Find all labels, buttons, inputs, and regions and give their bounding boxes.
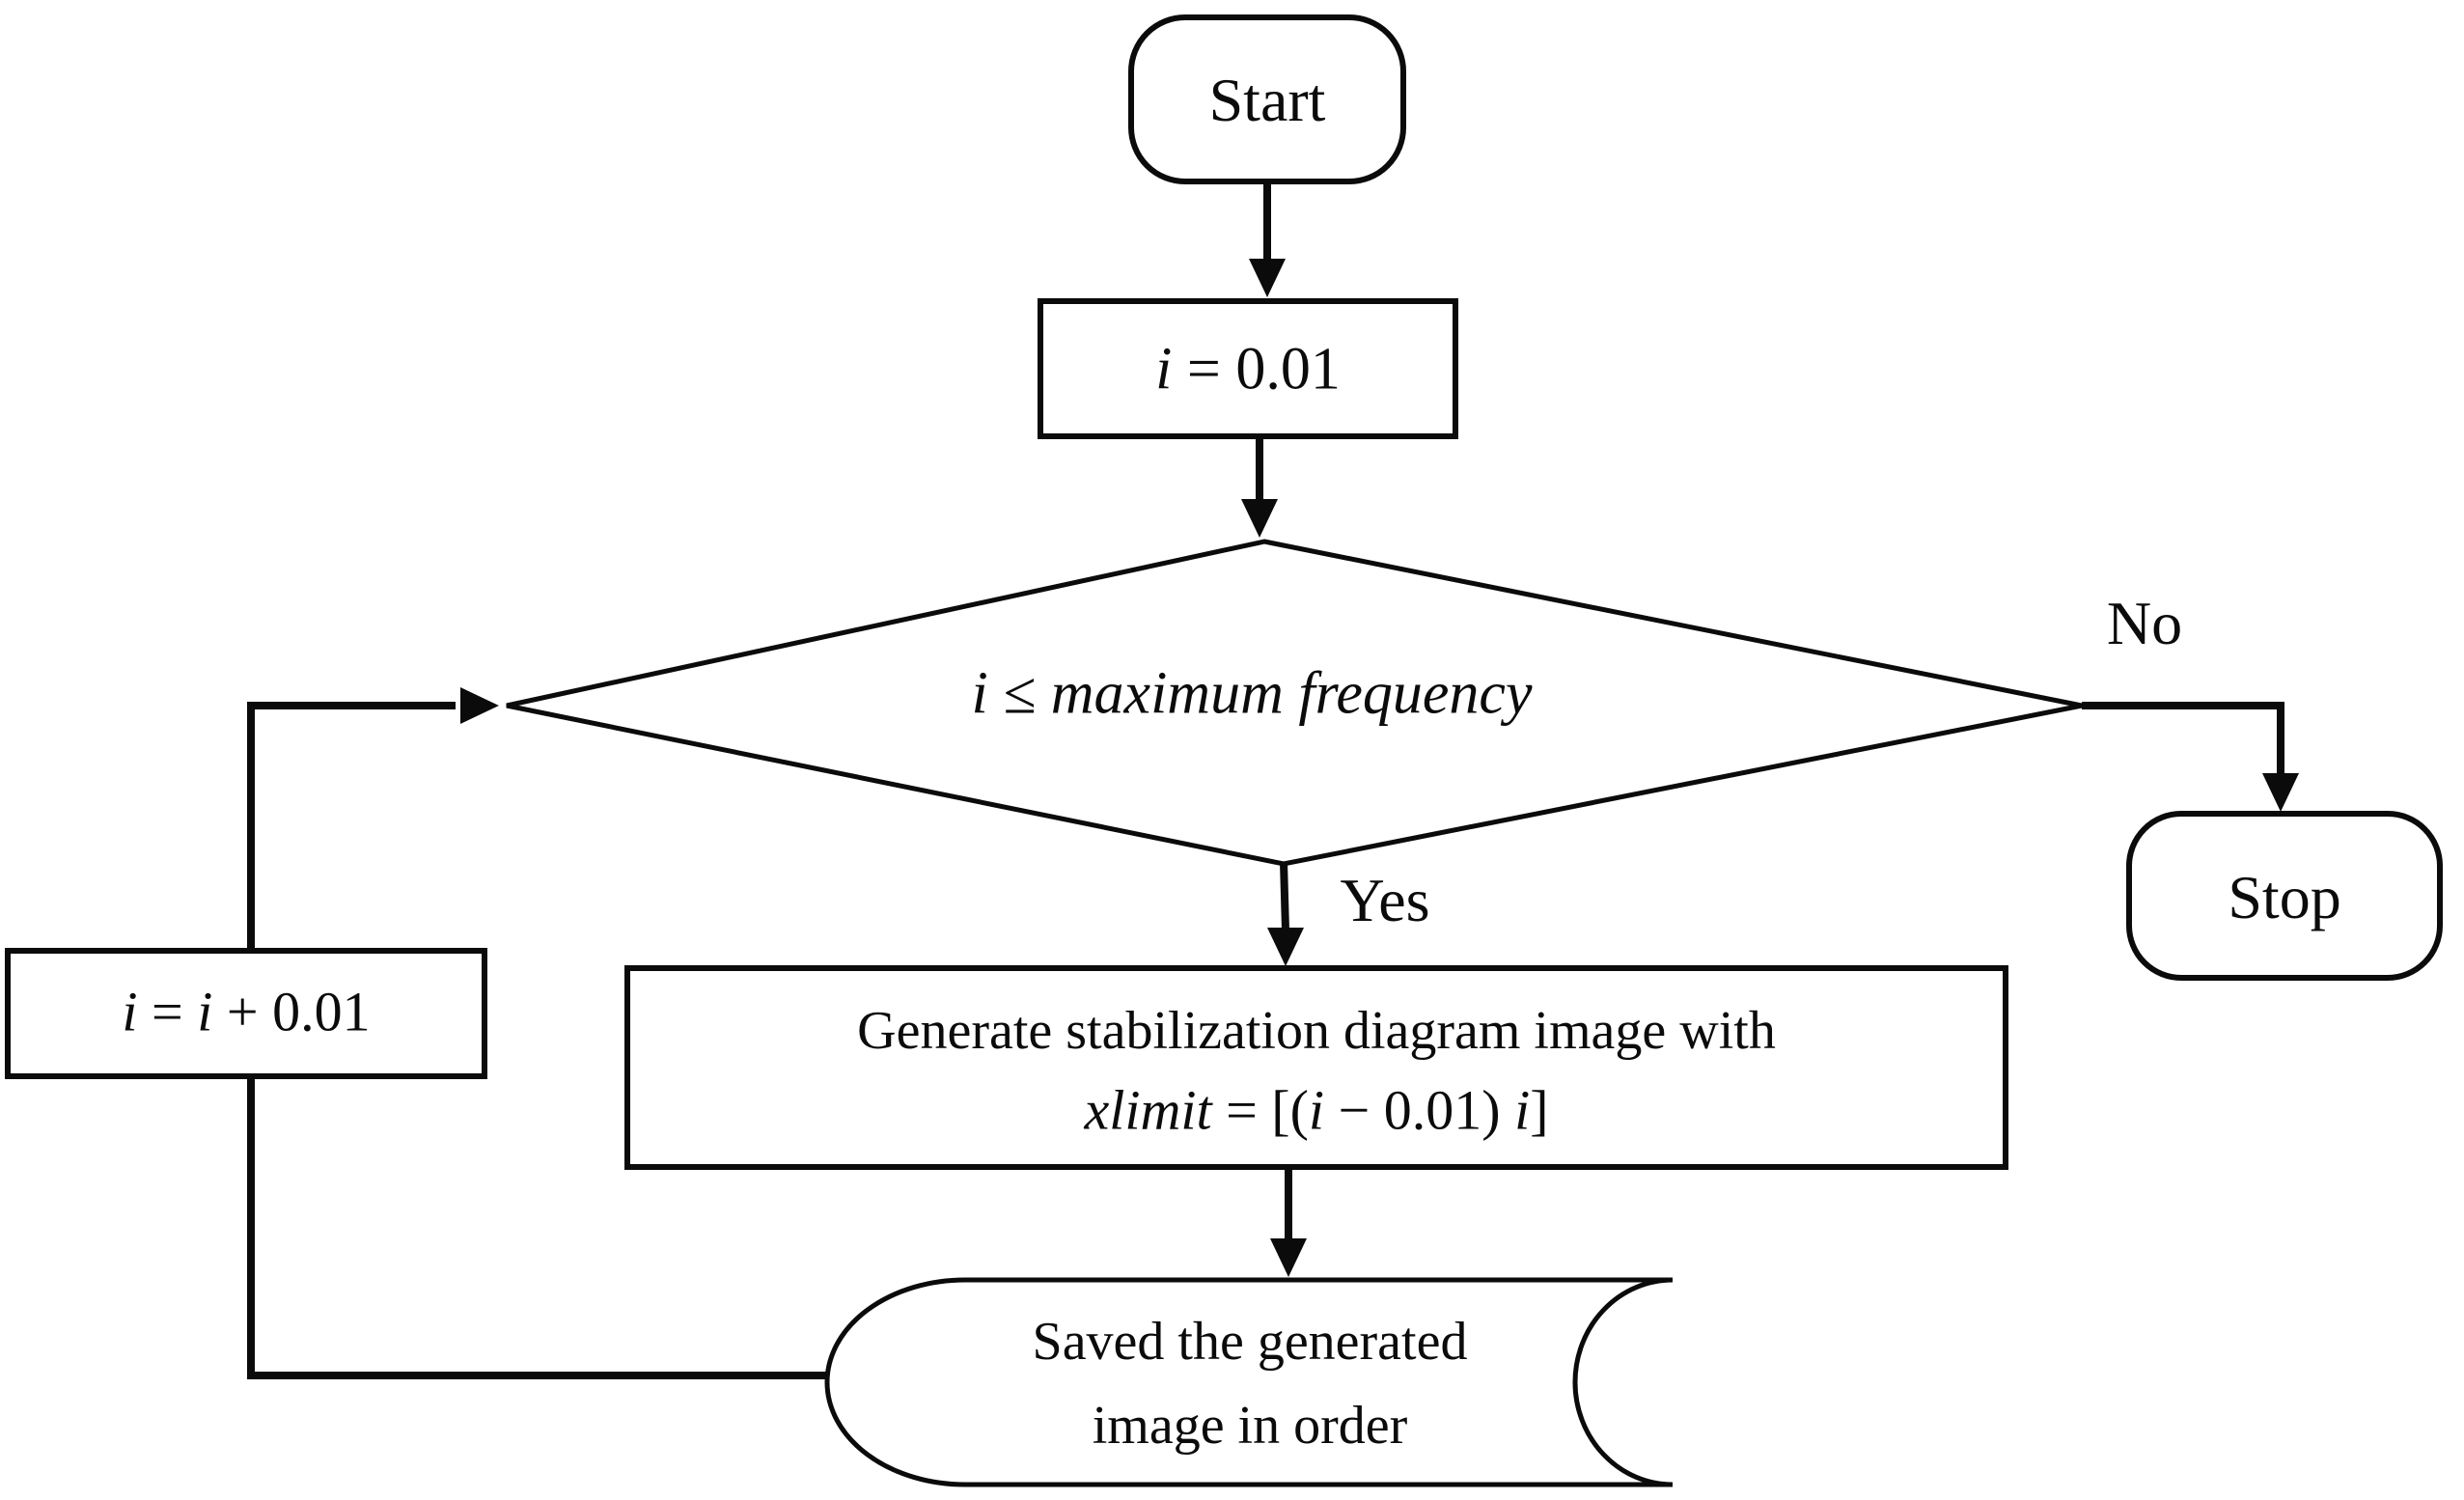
decision-node [506, 539, 2083, 867]
saved-node [824, 1277, 1674, 1487]
increment-plus: + 0.01 [212, 980, 371, 1043]
saved-label-line1: Saved the generated [1032, 1311, 1468, 1372]
decision-label: i ≤ maximum frequency [971, 660, 1533, 727]
start-node [1128, 14, 1406, 184]
xlimit-i1: i [1308, 1078, 1325, 1142]
increment-label: i = i + 0.01 [122, 981, 370, 1045]
increment-i1: i [122, 980, 138, 1043]
yes-branch-label: Yes [1340, 866, 1430, 935]
xlimit-i2: i [1514, 1078, 1531, 1142]
no-branch-label: No [2106, 589, 2183, 658]
connector-no-branch [2082, 702, 2299, 812]
generate-label-line2: xlimit = [(i − 0.01) i] [1084, 1079, 1548, 1144]
xlimit-eq: = [( [1211, 1078, 1309, 1142]
xlimit-close: ] [1530, 1078, 1549, 1142]
increment-node [5, 948, 487, 1079]
xlimit-mid: − 0.01) [1324, 1078, 1515, 1142]
generate-label-line1: Generate stabilization diagram image wit… [857, 1000, 1776, 1061]
init-label: i = 0.01 [1155, 335, 1341, 403]
connector-generate-to-saved [1270, 1165, 1307, 1277]
increment-i2: i [197, 980, 213, 1043]
xlimit-var: xlimit [1084, 1078, 1212, 1142]
init-node [1038, 298, 1458, 439]
connector-start-to-init [1249, 180, 1286, 297]
init-var: i [1155, 336, 1173, 403]
connector-init-to-decision [1241, 434, 1278, 538]
saved-label-line2: image in order [1092, 1395, 1408, 1456]
stop-label: Stop [2228, 863, 2341, 932]
connector-yes-branch [1267, 861, 1304, 966]
start-label: Start [1208, 66, 1326, 135]
generate-node [624, 965, 2008, 1170]
stop-node [2126, 811, 2443, 981]
increment-eq: = [137, 980, 198, 1043]
init-value: = 0.01 [1172, 336, 1341, 403]
